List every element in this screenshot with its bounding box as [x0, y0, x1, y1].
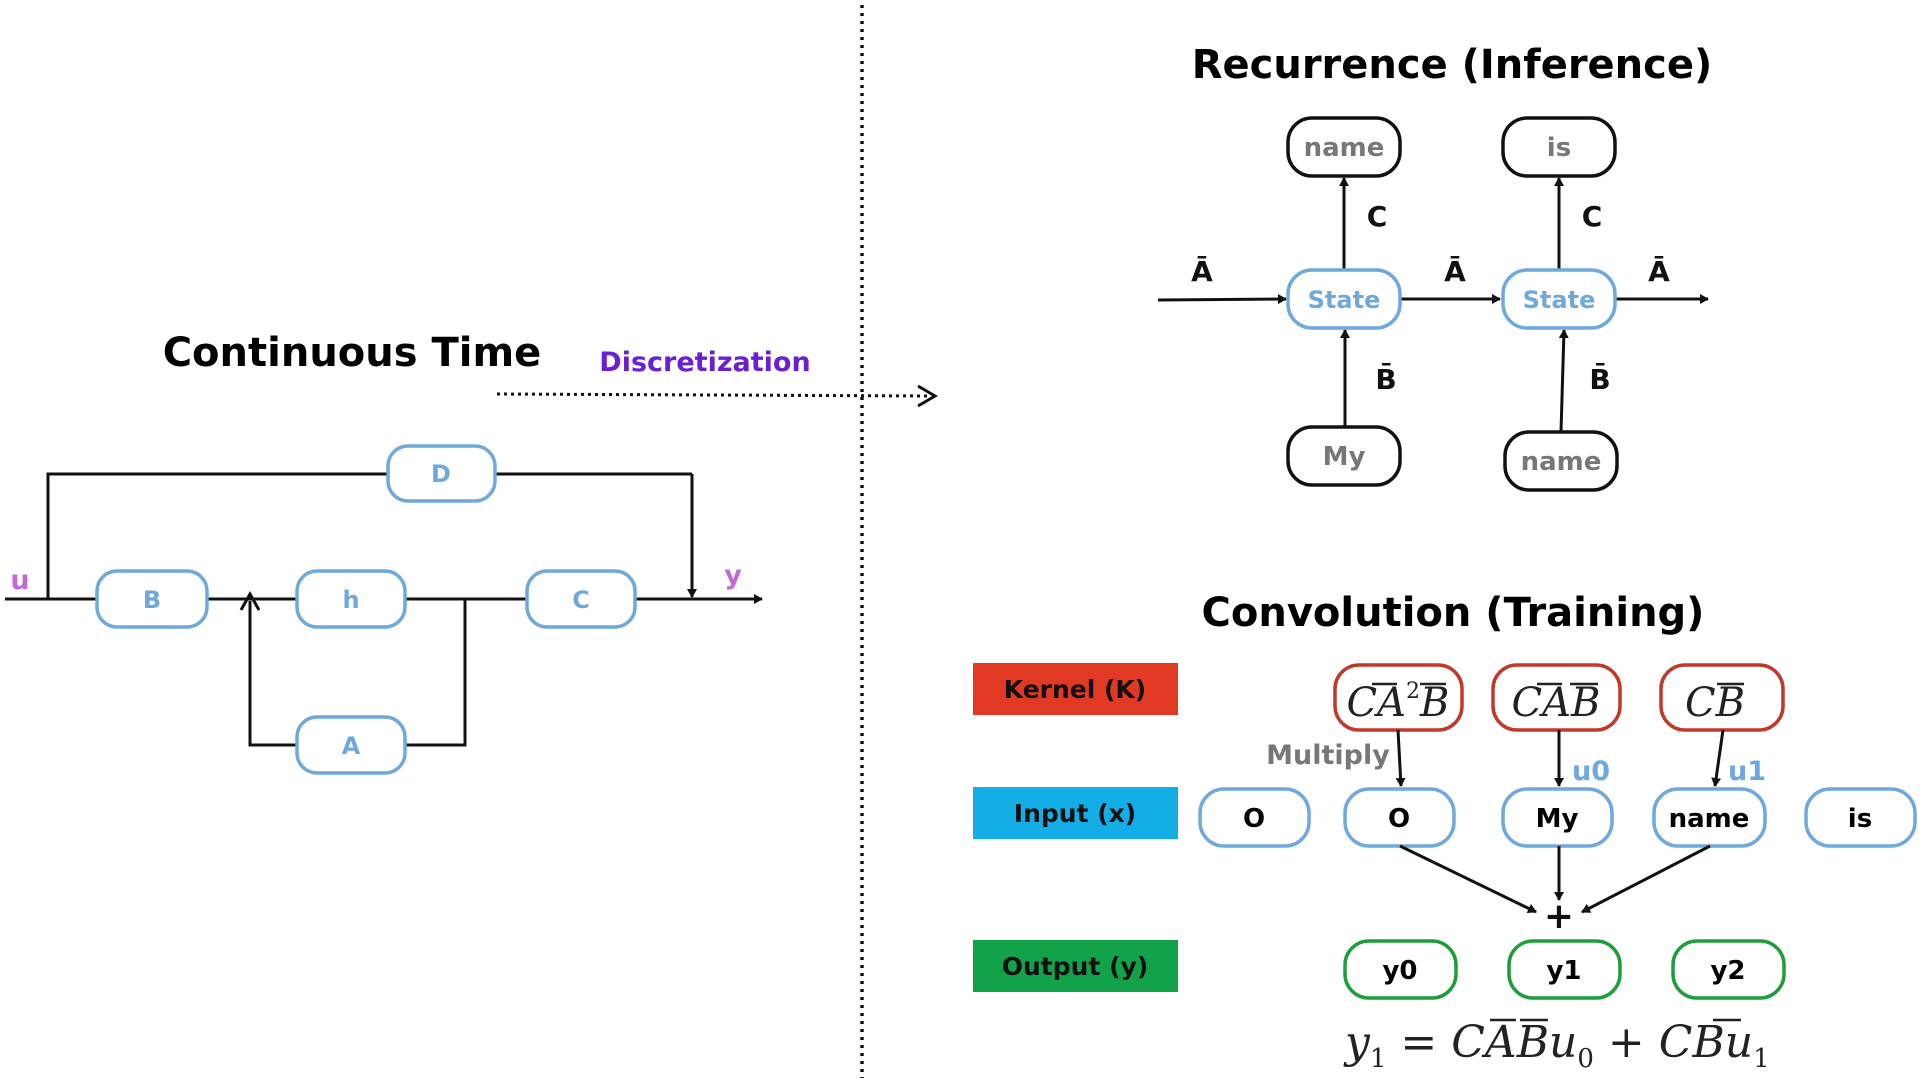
node-d[interactable]: D [386, 444, 497, 503]
conv-output-y0[interactable]: y0 [1343, 939, 1458, 1000]
a-feedback-arrowhead [239, 590, 261, 611]
legend-input: Input (x) [973, 787, 1178, 839]
multiply-label: Multiply [1266, 740, 1390, 771]
node-b[interactable]: B [95, 569, 209, 629]
conv-output-y1[interactable]: y1 [1507, 939, 1622, 1000]
discretization-label: Discretization [599, 347, 810, 378]
svg-text:Output (y): Output (y) [1002, 952, 1149, 981]
svg-text:My: My [1323, 442, 1366, 472]
rec-state-2[interactable]: State [1501, 268, 1617, 330]
rec-edge-a-2: Ā [1444, 255, 1466, 288]
rec-input-my[interactable]: My [1286, 425, 1402, 487]
rec-edge-c-1: C [1367, 200, 1388, 233]
rec-edge-a-3: Ā [1648, 255, 1670, 288]
svg-text:name: name [1669, 804, 1750, 834]
svg-text:is: is [1547, 133, 1571, 163]
svg-text:CB: CB [1685, 680, 1745, 726]
svg-text:State: State [1308, 286, 1381, 314]
svg-text:is: is [1848, 804, 1872, 834]
svg-text:A: A [342, 732, 361, 760]
rec-edge-a-1: Ā [1191, 255, 1213, 288]
multiply-arrow-1 [1395, 729, 1406, 787]
node-a[interactable]: A [295, 715, 407, 775]
svg-text:h: h [342, 586, 359, 614]
convolution-title: Convolution (Training) [1202, 590, 1705, 636]
svg-text:CAB: CAB [1512, 680, 1601, 726]
kernel-ca2b[interactable]: CA2B [1333, 663, 1464, 732]
svg-text:name: name [1521, 447, 1602, 477]
kernel-cb[interactable]: CB [1659, 663, 1785, 732]
svg-text:Input (x): Input (x) [1014, 799, 1136, 828]
rec-edge-b-1: B̄ [1375, 362, 1396, 396]
node-h[interactable]: h [295, 569, 407, 629]
svg-text:O: O [1243, 804, 1265, 834]
kernel-cab[interactable]: CAB [1491, 663, 1622, 732]
output-equation: y1 = CABu0 + CBu1 [1343, 1017, 1770, 1074]
rec-state-1[interactable]: State [1286, 268, 1402, 330]
plus-sign: + [1544, 896, 1574, 937]
continuous-time-title: Continuous Time [163, 330, 542, 376]
conv-input-3[interactable]: name [1652, 787, 1767, 848]
legend-output: Output (y) [973, 940, 1178, 992]
d-bypass-left [46, 472, 388, 599]
output-y-label: y [724, 560, 742, 591]
rec-output-name[interactable]: name [1286, 116, 1402, 178]
multiply-arrow-3 [1711, 729, 1725, 787]
node-c[interactable]: C [525, 569, 637, 629]
sum-arrow-left [1399, 844, 1537, 914]
svg-text:y2: y2 [1710, 956, 1745, 986]
rec-input-name[interactable]: name [1503, 430, 1619, 492]
svg-text:y0: y0 [1382, 956, 1417, 986]
svg-text:C: C [572, 586, 590, 614]
discretization-arrowhead [917, 384, 938, 408]
legend-kernel: Kernel (K) [973, 663, 1178, 715]
rec-arrow-b-2 [1558, 329, 1569, 433]
svg-text:CA2B: CA2B [1347, 679, 1450, 726]
svg-text:y1: y1 [1546, 956, 1581, 986]
input-u-label: u [10, 565, 29, 596]
conv-input-1[interactable]: O [1343, 787, 1456, 848]
svg-text:y1 = CABu0 + CBu1: y1 = CABu0 + CBu1 [1343, 1017, 1770, 1074]
recurrence-title: Recurrence (Inference) [1192, 42, 1713, 88]
discretization-arrow [496, 392, 929, 398]
rec-output-is[interactable]: is [1501, 116, 1617, 178]
conv-input-0[interactable]: O [1198, 787, 1311, 848]
svg-text:Kernel (K): Kernel (K) [1004, 675, 1146, 704]
svg-text:State: State [1523, 286, 1596, 314]
sum-arrow-right [1581, 844, 1711, 914]
rec-arrow-in [1157, 294, 1287, 305]
svg-text:O: O [1388, 804, 1410, 834]
conv-output-y2[interactable]: y2 [1671, 939, 1786, 1000]
a-feedback-return [248, 601, 297, 747]
u0-label: u0 [1572, 756, 1610, 787]
svg-text:B: B [143, 586, 161, 614]
svg-text:D: D [431, 460, 451, 488]
u1-label: u1 [1728, 756, 1766, 787]
rec-edge-c-2: C [1582, 200, 1603, 233]
conv-input-4[interactable]: is [1804, 787, 1917, 848]
svg-text:My: My [1536, 804, 1579, 834]
svg-text:name: name [1304, 133, 1385, 163]
conv-input-2[interactable]: My [1501, 787, 1614, 848]
rec-edge-b-2: B̄ [1589, 362, 1610, 396]
a-feedback-loop [405, 599, 467, 747]
